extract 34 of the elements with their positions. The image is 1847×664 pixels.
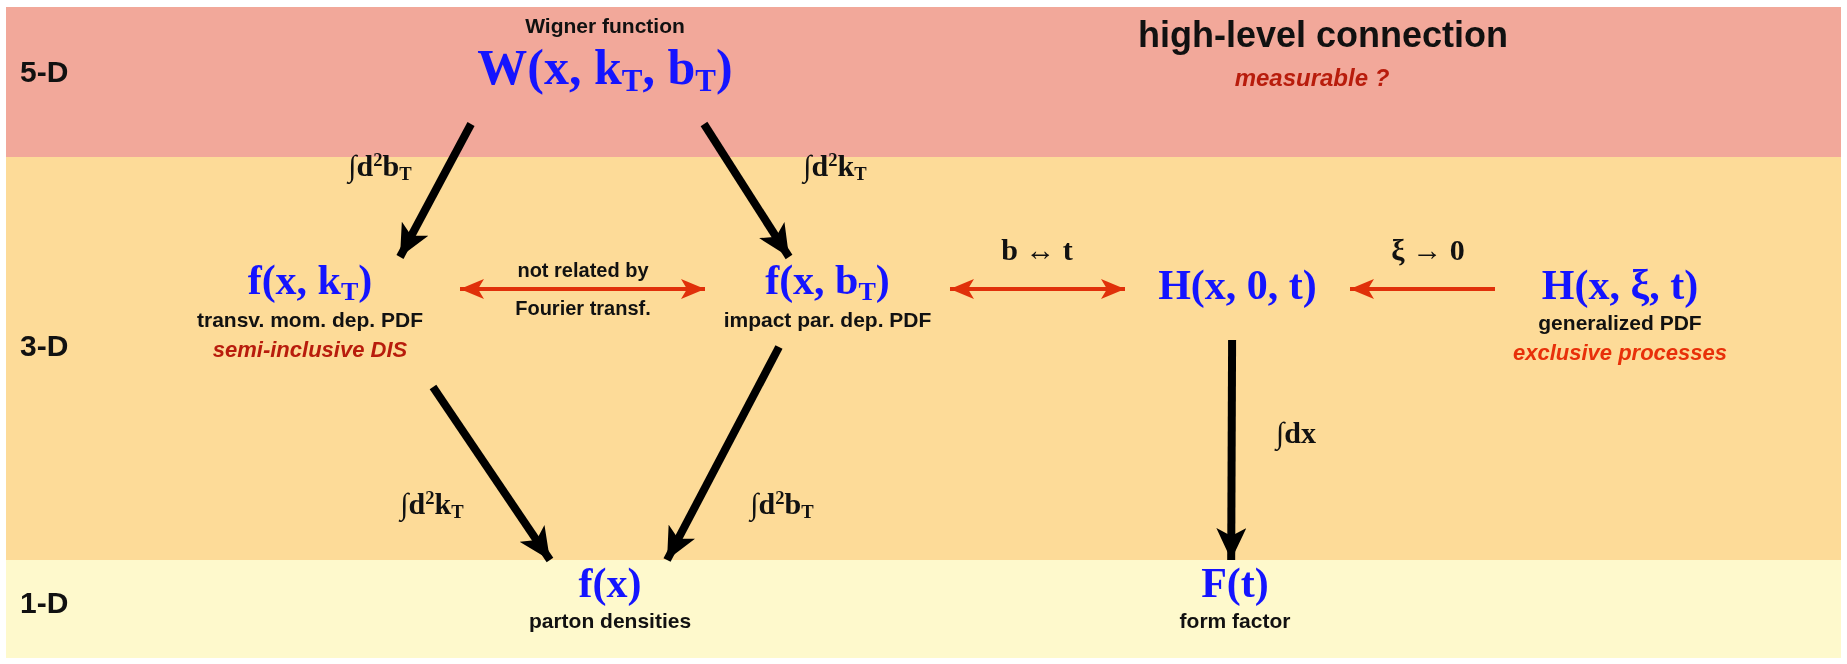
formula: f(x, b$_{T}$)	[765, 257, 890, 306]
caption-text: transv. mom. dep. PDF	[197, 306, 423, 333]
edge-label: ∫d$^{2}$b$_{T}$	[750, 486, 814, 524]
edge-label: ∫d$^{2}$k$_{T}$	[400, 486, 464, 524]
heading: high-level connection	[1138, 14, 1508, 56]
caption-text: parton densities	[528, 608, 692, 635]
arrow	[950, 279, 1125, 300]
caption-text: generalized PDF	[1538, 310, 1702, 337]
formula: f(x)	[578, 560, 642, 608]
arrow	[663, 345, 783, 562]
edge-label: not related by Fourier transf.	[514, 258, 652, 321]
arrow	[429, 384, 554, 563]
edge-label: ∫dx	[1276, 416, 1316, 450]
note-text: measurable ?	[1234, 64, 1390, 92]
caption-text: form factor	[1179, 608, 1291, 635]
caption-text: Wigner function	[525, 13, 685, 39]
band-label: 1-D	[20, 586, 69, 620]
formula: F(t)	[1201, 560, 1269, 608]
caption-text: impact par. dep. PDF	[723, 306, 932, 333]
formula: H(x, ξ, t)	[1541, 262, 1699, 310]
note-text: semi-inclusive DIS	[212, 336, 408, 365]
formula: H(x, 0, t)	[1158, 262, 1317, 310]
note-text: exclusive processes	[1512, 339, 1727, 368]
formula: f(x, k$_{T}$)	[247, 257, 373, 306]
edge-label: ∫d$^{2}$k$_{T}$	[803, 148, 867, 186]
arrow	[460, 279, 705, 300]
band-label: 5-D	[20, 55, 69, 89]
arrow	[1350, 279, 1495, 299]
edge-label: b ↔ t	[1001, 233, 1073, 267]
edge-label: ξ → 0	[1391, 233, 1465, 267]
edge-label: ∫d$^{2}$b$_{T}$	[348, 148, 412, 186]
formula: W(x, k$_{T}$, b$_{T}$)	[477, 39, 733, 99]
dimension-band	[6, 560, 1841, 658]
band-label: 3-D	[20, 329, 69, 363]
